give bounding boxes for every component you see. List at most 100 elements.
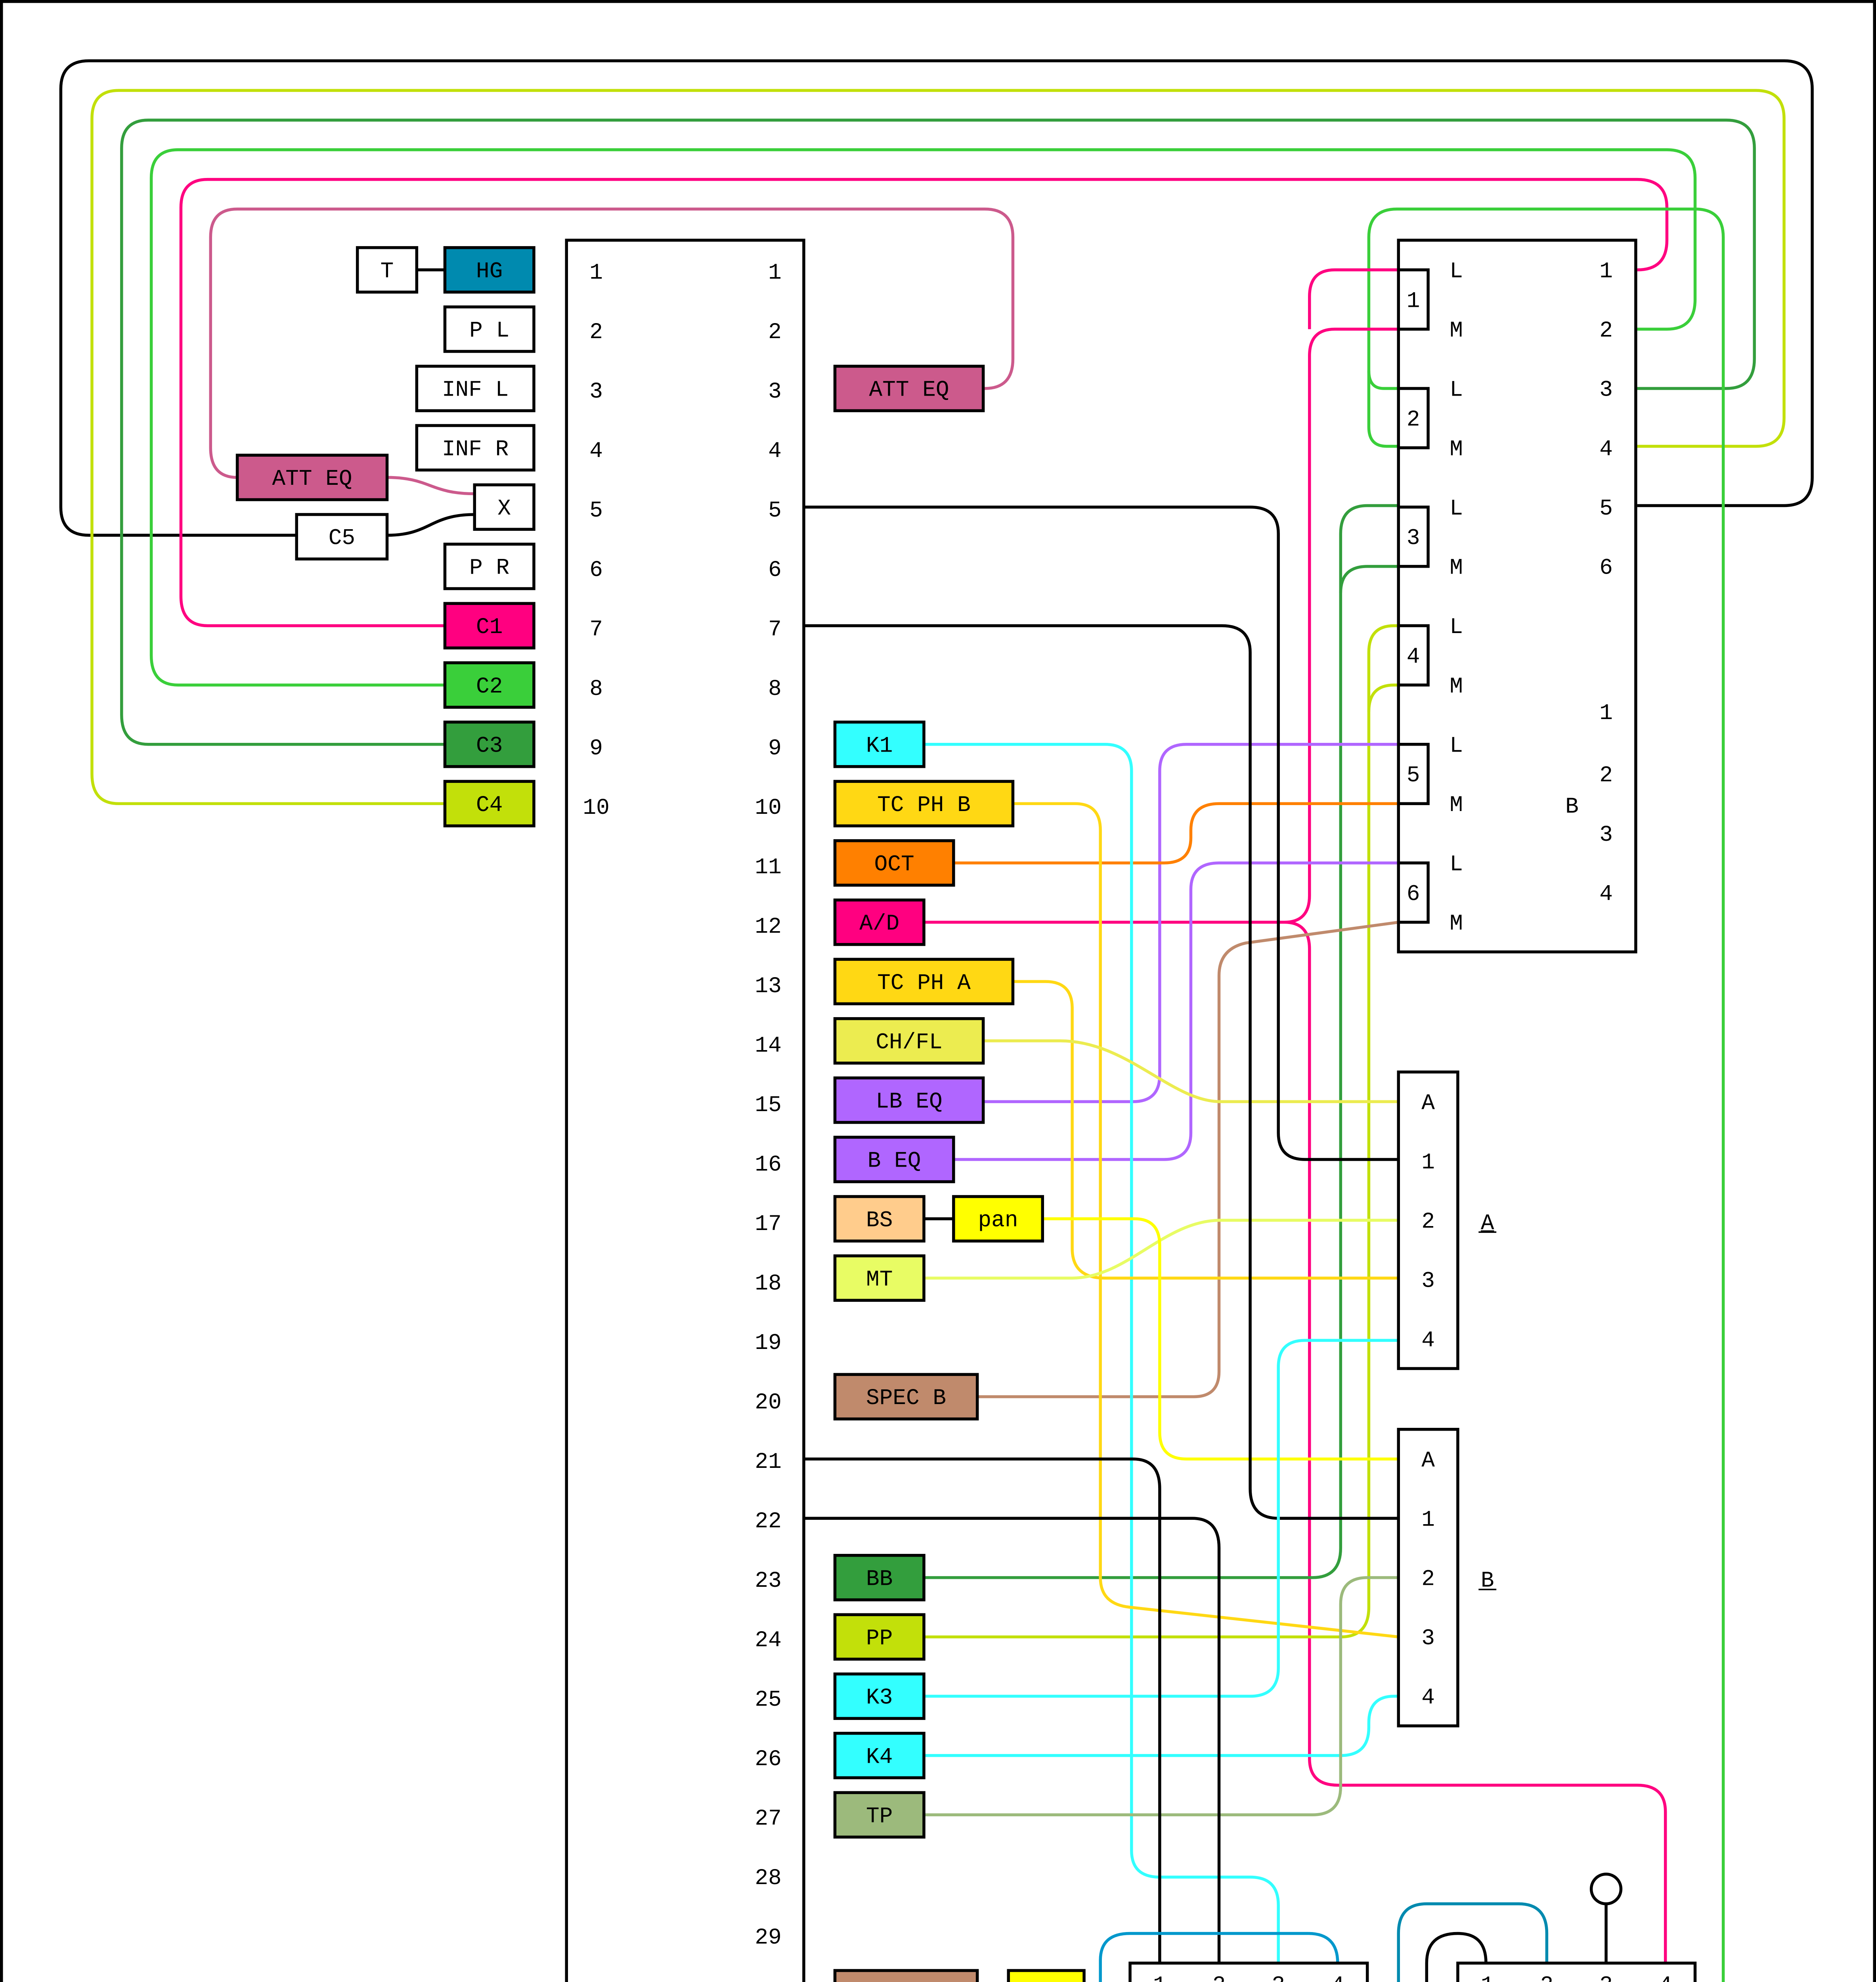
- mixer-channel-5[interactable]: [1397, 742, 1430, 805]
- device-spec-a[interactable]: SPEC A: [833, 1969, 979, 1982]
- device-hg-top[interactable]: HG: [443, 246, 535, 294]
- device-label: LB EQ: [876, 1089, 942, 1114]
- mixer-row-label: M: [1450, 318, 1463, 343]
- device-box[interactable]: [833, 958, 1015, 1006]
- device-label: pan: [978, 1207, 1018, 1233]
- device-pan[interactable]: pan: [952, 1195, 1044, 1243]
- device-bb[interactable]: BB: [833, 1553, 926, 1601]
- device-box[interactable]: [1007, 1969, 1086, 1982]
- patchbay-right-number: 11: [755, 855, 781, 880]
- device-box[interactable]: [356, 246, 419, 294]
- mm3-knob-icon: [1589, 1873, 1623, 1905]
- device-label: X: [497, 496, 511, 521]
- patchbay-left-number: 9: [589, 736, 603, 761]
- device-ch-fl[interactable]: CH/FL: [833, 1017, 985, 1065]
- device-box[interactable]: [443, 661, 535, 709]
- device-sr[interactable]: SR: [1007, 1969, 1086, 1982]
- device-b-eq[interactable]: B EQ: [833, 1136, 955, 1183]
- device-box[interactable]: [833, 780, 1015, 828]
- device-box[interactable]: [833, 1613, 926, 1661]
- device-a-d[interactable]: A/D: [833, 898, 926, 946]
- mixer-channel-4[interactable]: [1397, 624, 1430, 687]
- device-att-eq-right[interactable]: ATT EQ: [833, 365, 985, 412]
- mixer-output: 5: [1599, 496, 1613, 521]
- device-inf-l[interactable]: INF L: [415, 365, 535, 412]
- mixer-channel-3[interactable]: [1397, 505, 1430, 568]
- device-box[interactable]: [833, 1731, 926, 1779]
- device-pp[interactable]: PP: [833, 1613, 926, 1661]
- device-box[interactable]: [952, 1195, 1044, 1243]
- device-spec-b[interactable]: SPEC B: [833, 1373, 979, 1421]
- device-label: ATT EQ: [869, 377, 949, 403]
- device-box[interactable]: [833, 839, 955, 887]
- mixer-channel-1[interactable]: [1397, 268, 1430, 331]
- device-k4[interactable]: K4: [833, 1731, 926, 1779]
- mixer-channel-6[interactable]: [1397, 861, 1430, 924]
- device-box[interactable]: [415, 365, 535, 412]
- device-box[interactable]: [833, 1076, 985, 1124]
- device-box[interactable]: [443, 602, 535, 650]
- device-box[interactable]: [443, 305, 535, 353]
- device-c3[interactable]: C3: [443, 720, 535, 768]
- device-box[interactable]: [833, 1195, 926, 1243]
- box-b-row: 1: [1421, 1507, 1435, 1532]
- device-box[interactable]: [443, 542, 535, 590]
- device-box[interactable]: [443, 780, 535, 828]
- device-bs[interactable]: BS: [833, 1195, 926, 1243]
- device-box[interactable]: [235, 453, 389, 501]
- patchbay-right-number: 3: [768, 379, 782, 404]
- device-k1[interactable]: K1: [833, 720, 926, 768]
- box-a-row: 2: [1421, 1209, 1435, 1234]
- wire-c1-to-mixer-out1: [179, 178, 1669, 628]
- device-box[interactable]: [833, 1672, 926, 1720]
- device-c4[interactable]: C4: [443, 780, 535, 828]
- device-box[interactable]: [295, 513, 389, 561]
- device-box[interactable]: [833, 1969, 979, 1982]
- device-lb-eq[interactable]: LB EQ: [833, 1076, 985, 1124]
- device-box[interactable]: [833, 898, 926, 946]
- device-oct[interactable]: OCT: [833, 839, 955, 887]
- device-pr[interactable]: P R: [443, 542, 535, 590]
- device-box[interactable]: [833, 1791, 926, 1839]
- wire-k4-to-b4: [924, 1695, 1399, 1757]
- device-mt[interactable]: MT: [833, 1254, 926, 1302]
- device-box[interactable]: [415, 424, 535, 472]
- mixer-channel-2[interactable]: [1397, 387, 1430, 450]
- device-c5[interactable]: C5: [295, 513, 389, 561]
- device-box[interactable]: [833, 1553, 926, 1601]
- device-box[interactable]: [443, 246, 535, 294]
- device-t-top[interactable]: T: [356, 246, 419, 294]
- device-box[interactable]: [833, 365, 985, 412]
- device-c1[interactable]: C1: [443, 602, 535, 650]
- device-label: BS: [866, 1207, 893, 1233]
- device-label: K1: [866, 733, 893, 758]
- device-tc-ph-b[interactable]: TC PH B: [833, 780, 1015, 828]
- device-box[interactable]: [833, 1254, 926, 1302]
- device-box[interactable]: [473, 483, 535, 531]
- device-box[interactable]: [833, 1373, 979, 1421]
- patchbay-right-number: 28: [755, 1865, 781, 1891]
- device-pl[interactable]: P L: [443, 305, 535, 353]
- device-label: C3: [476, 733, 503, 758]
- device-c2[interactable]: C2: [443, 661, 535, 709]
- mixer-channel-number: 4: [1407, 644, 1420, 670]
- device-tp[interactable]: TP: [833, 1791, 926, 1839]
- device-box[interactable]: [443, 720, 535, 768]
- device-x[interactable]: X: [473, 483, 535, 531]
- device-box[interactable]: [833, 1136, 955, 1183]
- device-inf-r[interactable]: INF R: [415, 424, 535, 472]
- device-k3[interactable]: K3: [833, 1672, 926, 1720]
- wire-dm-to-mm1-to-d: [1425, 1932, 1488, 1982]
- device-att-eq-left[interactable]: ATT EQ: [235, 453, 389, 501]
- device-tc-ph-a[interactable]: TC PH A: [833, 958, 1015, 1006]
- device-label: K4: [866, 1744, 893, 1770]
- device-label: TC PH B: [877, 792, 971, 818]
- device-box[interactable]: [833, 1017, 985, 1065]
- device-box[interactable]: [833, 720, 926, 768]
- patchbay-right-number: 19: [755, 1330, 781, 1356]
- wire-att-eq-to-x: [387, 476, 475, 495]
